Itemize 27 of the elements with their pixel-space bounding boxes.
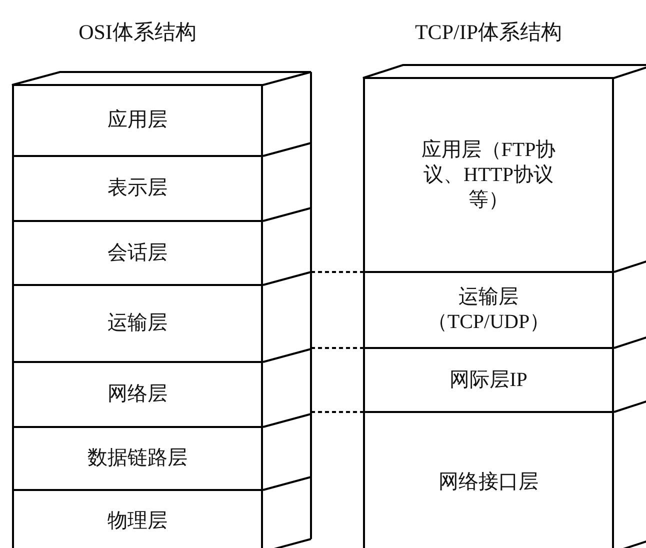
- layer-label: 应用层: [108, 108, 168, 133]
- stack-title: TCP/IP体系结构: [414, 19, 564, 46]
- stack-title: OSI体系结构: [78, 19, 198, 46]
- dashed-connector: [311, 347, 363, 349]
- layer-box: [363, 347, 614, 413]
- layer-label: 网络层: [108, 382, 168, 407]
- dashed-connector: [311, 271, 363, 273]
- layer-box: [363, 77, 614, 273]
- layer-label: 运输层: [108, 311, 168, 336]
- layer-box: [363, 271, 614, 349]
- layer-box: [12, 426, 263, 491]
- layer-label: 表示层: [108, 176, 168, 201]
- layer-box: [12, 220, 263, 286]
- layer-box: [12, 284, 263, 363]
- layer-label: 会话层: [108, 240, 168, 266]
- layer-box: [12, 155, 263, 222]
- layer-label: 物理层: [108, 508, 168, 534]
- layer-label: 数据链路层: [88, 446, 188, 471]
- dashed-connector: [311, 411, 363, 413]
- layer-box: [12, 489, 263, 548]
- layer-label: 应用层（FTP协议、HTTP协议等）: [420, 138, 557, 212]
- layer-box: [12, 84, 263, 157]
- layer-box: [363, 411, 614, 548]
- layer-box: [12, 361, 263, 428]
- layer-label: 网际层IP: [450, 368, 528, 392]
- layer-label: 网络接口层: [438, 470, 538, 494]
- layer-label: 运输层（TCP/UDP）: [426, 285, 551, 335]
